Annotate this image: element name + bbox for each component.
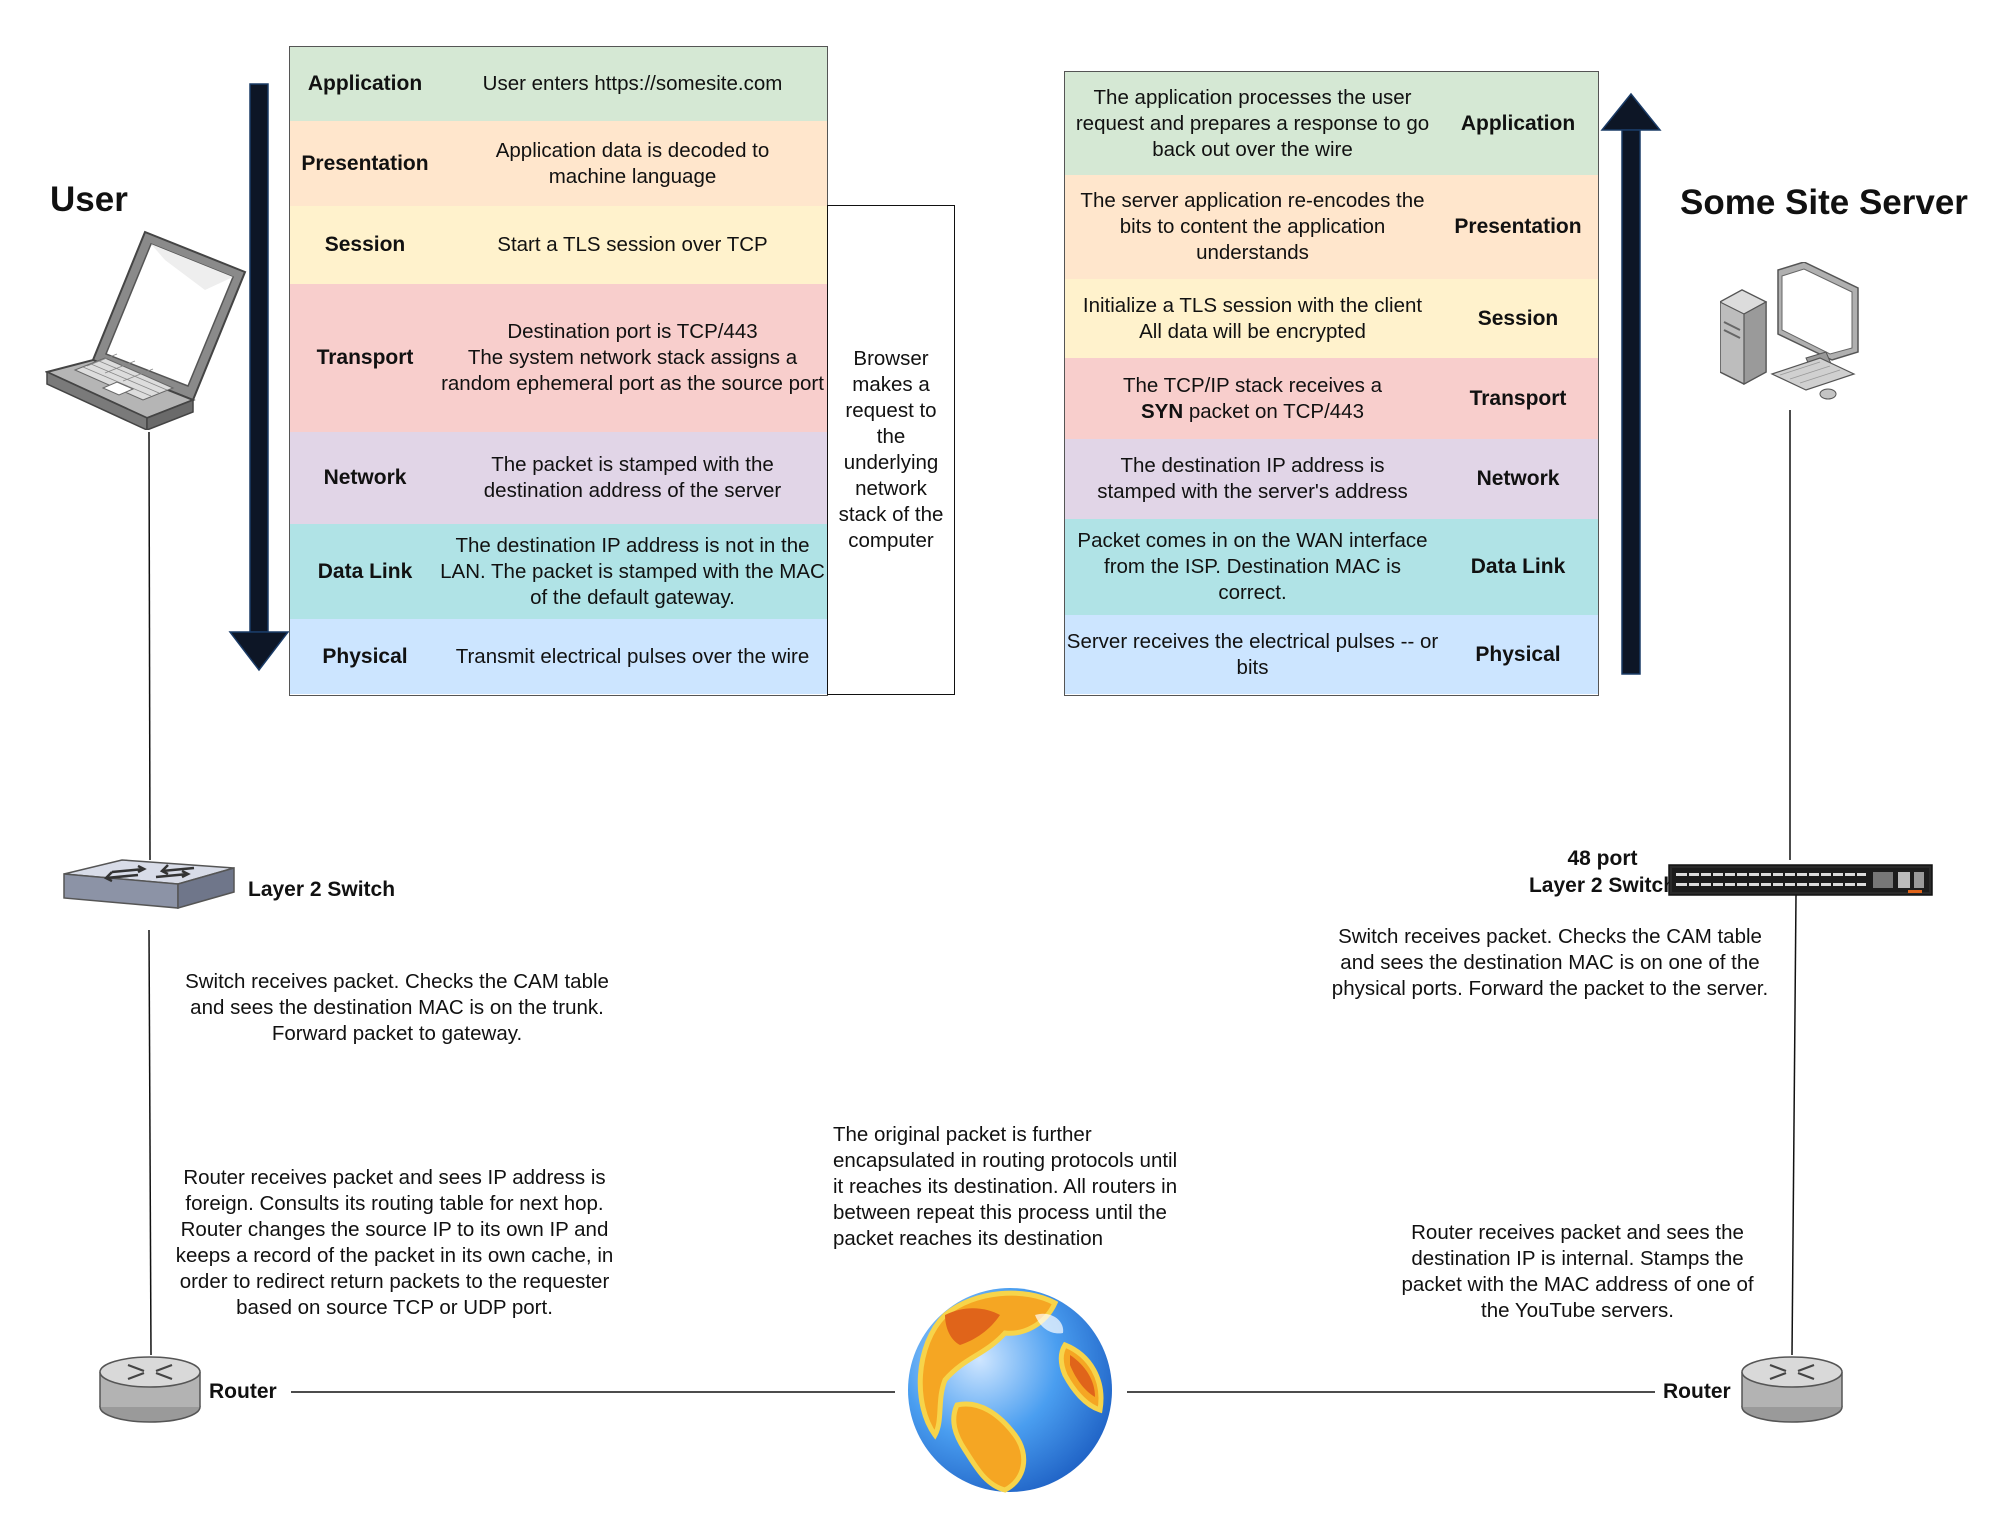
layer-name: Physical (1475, 642, 1561, 666)
switch-to-router-line (148, 929, 152, 1356)
up-arrow-icon (1600, 92, 1662, 675)
layer-name: Network (1476, 467, 1560, 490)
desktop-computer-icon (1720, 262, 1859, 400)
browser-note: Browser makes a request to the underlyin… (827, 205, 955, 695)
layer-name: Transport (1469, 386, 1567, 410)
layer-description: The destination IP address is not in the… (440, 533, 825, 609)
user-title: User (50, 180, 128, 219)
globe-icon (908, 1288, 1112, 1493)
left-switch-note: Switch receives packet. Checks the CAM t… (185, 970, 609, 1045)
layer-name: Application (307, 72, 423, 95)
layer-name: Network (323, 466, 407, 489)
layer-description: Destination port is TCP/443 The system n… (441, 320, 824, 395)
transport-desc-end: packet on TCP/443 (1188, 399, 1364, 423)
client-physical-row: Physical Transmit electrical pulses over… (290, 619, 827, 694)
client-network-row: Network The packet is stamped with the d… (290, 432, 827, 524)
server-transport-row: The TCP/IP stack receives a SYN packet o… (1065, 358, 1598, 439)
layer-description: Transmit electrical pulses over the wire (455, 644, 810, 668)
server-physical-row: Server receives the electrical pulses --… (1065, 615, 1598, 694)
client-presentation-row: Presentation Application data is decoded… (290, 121, 827, 206)
client-application-row: Application User enters https://somesite… (290, 47, 827, 121)
layer-name: Presentation (301, 151, 429, 175)
layer-description: The TCP/IP stack receives a SYN packet o… (1065, 373, 1440, 425)
browser-note-text: Browser makes a request to the underlyin… (838, 347, 944, 552)
layer-name: Data Link (317, 559, 413, 583)
router-icon (99, 1356, 201, 1423)
layer-description: Initialize a TLS session with the client… (1082, 293, 1423, 343)
server-title: Some Site Server (1680, 183, 1968, 222)
client-transport-row: Transport Destination port is TCP/443 Th… (290, 284, 827, 432)
layer-description: The application processes the user reque… (1075, 85, 1430, 161)
layer-name: Session (324, 233, 406, 256)
user-to-switch-line (148, 431, 151, 861)
layer-name: Presentation (1454, 215, 1582, 238)
internet-note: The original packet is further encapsula… (833, 1123, 1178, 1250)
syn-keyword: SYN (1141, 399, 1184, 423)
layer-description: Server receives the electrical pulses --… (1066, 629, 1439, 679)
server-data-link-row: Packet comes in on the WAN interface fro… (1065, 519, 1598, 615)
layer-name: Transport (316, 346, 414, 369)
transport-desc-start: The TCP/IP stack receives a (1122, 373, 1382, 397)
client-session-row: Session Start a TLS session over TCP (290, 206, 827, 284)
layer-description: The packet is stamped with the destinati… (483, 453, 782, 502)
right-router-note: Router receives packet and sees the dest… (1401, 1221, 1754, 1322)
network-switch-icon (63, 859, 235, 909)
layer-description: The server application re-encodes the bi… (1080, 189, 1425, 264)
layer-name: Session (1477, 306, 1559, 330)
layer-name: Data Link (1470, 555, 1566, 578)
down-arrow-icon (228, 83, 290, 672)
right-switch-label-line1: 48 port (1567, 847, 1638, 870)
layer-description: User enters https://somesite.com (482, 72, 783, 95)
right-switch-label-line2: Layer 2 Switch (1528, 874, 1677, 897)
server-session-row: Initialize a TLS session with the client… (1065, 279, 1598, 358)
rack-switch-icon (1668, 864, 1933, 896)
layer-description: Start a TLS session over TCP (497, 233, 768, 256)
layer-name: Application (1460, 111, 1576, 135)
layer-name: Physical (322, 644, 408, 668)
layer-description: Packet comes in on the WAN interface fro… (1077, 529, 1428, 604)
server-presentation-row: The server application re-encodes the bi… (1065, 175, 1598, 279)
layer-description: Application data is decoded to machine l… (495, 138, 770, 188)
laptop-icon (45, 230, 247, 430)
right-switch-label: 48 port Layer 2 Switch (1480, 845, 1725, 899)
left-switch-label: Layer 2 Switch (248, 878, 396, 901)
left-router-note: Router receives packet and sees IP addre… (175, 1166, 614, 1319)
server-network-row: The destination IP address is stamped wi… (1065, 439, 1598, 519)
right-switch-note: Switch receives packet. Checks the CAM t… (1331, 925, 1769, 1000)
client-osi-stack: Application User enters https://somesite… (289, 46, 828, 696)
server-osi-stack: The application processes the user reque… (1064, 71, 1599, 696)
router-icon (1741, 1356, 1843, 1423)
client-data-link-row: Data Link The destination IP address is … (290, 524, 827, 619)
left-router-label: Router (209, 1380, 277, 1403)
switch-to-router-line-right (1791, 894, 1797, 1356)
layer-description: The destination IP address is stamped wi… (1097, 454, 1408, 503)
right-router-label: Router (1663, 1380, 1731, 1403)
server-application-row: The application processes the user reque… (1065, 72, 1598, 175)
